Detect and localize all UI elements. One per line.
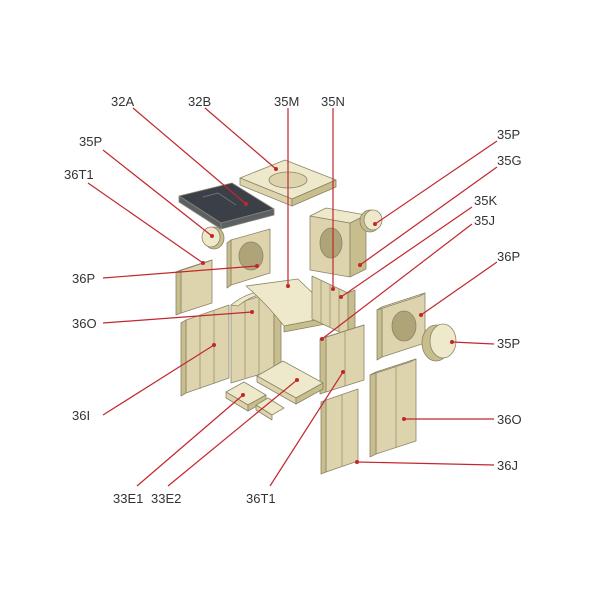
- leader-endpoint-dot: [255, 264, 259, 268]
- leader-endpoint-dot: [373, 222, 377, 226]
- leader-endpoint-dot: [402, 417, 406, 421]
- leader-32b: [204, 107, 277, 170]
- label-36o-right: 36O: [497, 412, 522, 427]
- leader-36o-a: [102, 311, 253, 324]
- leader-endpoint-dot: [210, 234, 214, 238]
- label-35j: 35J: [474, 213, 495, 228]
- leader-endpoint-dot: [286, 284, 290, 288]
- label-36p-right: 36P: [497, 249, 521, 264]
- part-36j-right-tiles: [320, 388, 359, 475]
- label-36j: 36J: [497, 458, 518, 473]
- part-36t1-left-brick: [175, 259, 213, 316]
- label-35n: 35N: [321, 94, 345, 109]
- part-33e2-floor-slab: [256, 360, 324, 405]
- leader-endpoints-layer: [201, 167, 454, 464]
- leader-36j: [356, 461, 495, 466]
- leader-endpoint-dot: [274, 167, 278, 171]
- leader-endpoint-dot: [355, 460, 359, 464]
- label-35m: 35M: [274, 94, 300, 109]
- leader-endpoint-dot: [295, 378, 299, 382]
- part-35p-disc-upper-right: [359, 209, 383, 233]
- label-36o-left: 36O: [72, 316, 97, 331]
- leader-35p-c: [451, 341, 495, 345]
- leader-35p-a: [102, 149, 213, 237]
- leader-36p-b: [420, 261, 498, 316]
- leader-35j: [321, 223, 473, 340]
- label-32a: 32A: [111, 94, 135, 109]
- label-35p-upper-right: 35P: [497, 127, 521, 142]
- part-33e1-floor-tile: [225, 381, 285, 421]
- leader-35k: [340, 206, 473, 298]
- leader-endpoint-dot: [241, 393, 245, 397]
- leader-32a: [132, 107, 247, 205]
- leader-endpoint-dot: [250, 310, 254, 314]
- leader-endpoint-dot: [450, 340, 454, 344]
- leader-endpoint-dot: [358, 263, 362, 267]
- leader-35g: [359, 166, 498, 266]
- label-35g: 35G: [497, 153, 522, 168]
- leader-endpoint-dot: [212, 343, 216, 347]
- part-35g-rear-frame: [309, 207, 367, 278]
- label-33e1: 33E1: [113, 491, 144, 506]
- label-33e2: 33E2: [151, 491, 182, 506]
- parts-layer: [175, 159, 457, 475]
- leader-36t1-b: [269, 371, 344, 487]
- label-35p-left: 35P: [79, 134, 103, 149]
- leader-endpoint-dot: [244, 202, 248, 206]
- label-35k: 35K: [474, 193, 498, 208]
- leader-35p-b: [374, 140, 498, 225]
- leader-36t1-a: [87, 182, 204, 264]
- label-36p-left: 36P: [72, 271, 96, 286]
- part-36t1-right-brick: [319, 324, 365, 395]
- leader-endpoint-dot: [331, 287, 335, 291]
- leader-33e1: [136, 394, 244, 487]
- leader-endpoint-dot: [320, 337, 324, 341]
- part-36p-left-hole-panel: [226, 228, 271, 289]
- leader-endpoint-dot: [419, 313, 423, 317]
- leader-endpoint-dot: [201, 261, 205, 265]
- label-36i: 36I: [72, 408, 91, 423]
- part-36p-right-hole-panel: [376, 292, 426, 361]
- leader-33e2: [167, 379, 298, 487]
- label-35p-right: 35P: [497, 336, 521, 351]
- leader-36p-a: [102, 265, 258, 279]
- label-36t1-bottom: 36T1: [246, 491, 276, 506]
- leader-endpoint-dot: [339, 295, 343, 299]
- leader-endpoint-dot: [341, 370, 345, 374]
- part-35p-disc-right: [421, 323, 457, 362]
- part-35n-ribbed-block: [311, 275, 356, 337]
- part-36o-right-wall: [369, 358, 417, 458]
- label-32b: 32B: [188, 94, 212, 109]
- leader-lines-layer: [87, 107, 498, 487]
- part-32a-cast-iron-plate: [178, 182, 275, 230]
- leader-36i: [102, 344, 215, 416]
- label-36t1-left: 36T1: [64, 167, 94, 182]
